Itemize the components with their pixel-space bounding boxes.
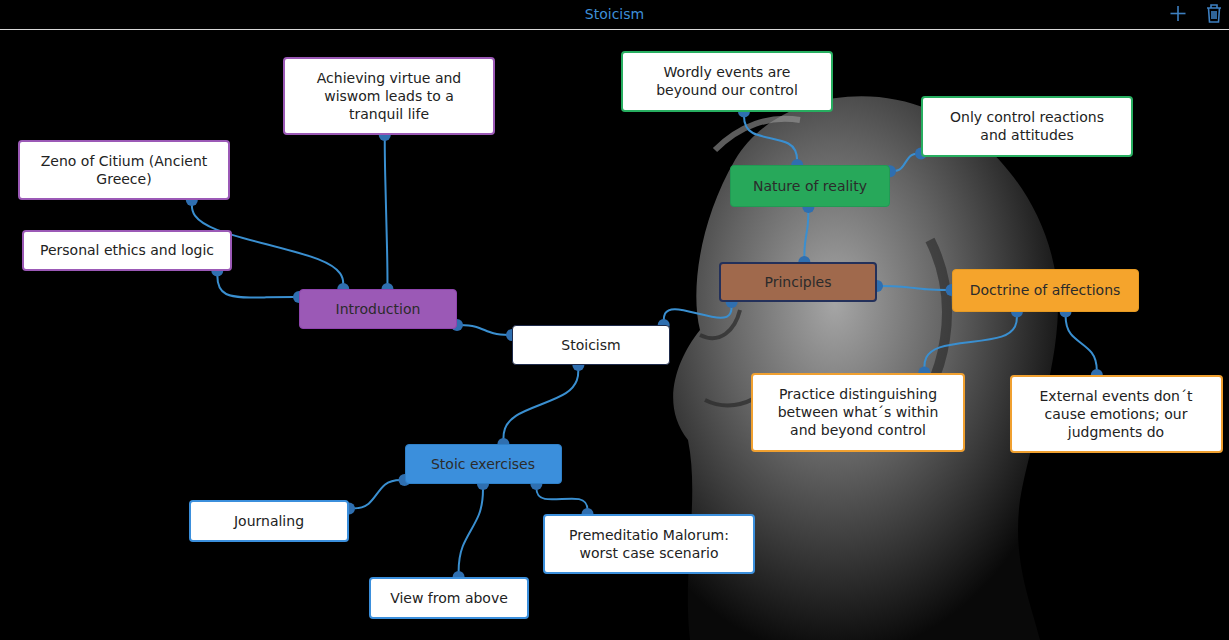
connector (385, 135, 388, 289)
add-icon (1171, 13, 1186, 15)
node-text: Doctrine of affections (970, 281, 1121, 299)
node-text: Zeno of Citium (Ancient Greece) (32, 152, 216, 188)
connector (744, 112, 797, 166)
connector (804, 207, 808, 262)
topic-box: Only control reactions and attitudes (921, 96, 1133, 157)
topic-box: Stoicism (512, 325, 670, 365)
node-text: Principles (765, 273, 832, 291)
connector (217, 271, 299, 298)
delete-icon (1207, 5, 1221, 22)
topic-box: Practice distinguishing between what´s w… (751, 373, 965, 452)
node-text: Wordly events are beyound our control (635, 63, 819, 99)
connector (503, 365, 578, 444)
node-text: Stoicism (561, 336, 620, 354)
topic-box: Doctrine of affections (952, 269, 1139, 312)
topic-box: View from above (369, 577, 529, 619)
connector (457, 325, 512, 335)
connector (1066, 312, 1097, 376)
connector (459, 484, 483, 577)
node-text: Premeditatio Malorum: worst case scenari… (557, 526, 741, 562)
topic-box: Principles (719, 262, 877, 302)
node-text: External events don´t cause emotions; ou… (1024, 387, 1209, 441)
topic-box: External events don´t cause emotions; ou… (1010, 375, 1223, 453)
node-text: Achieving virtue and wiswom leads to a t… (297, 69, 481, 123)
node-text: Stoic exercises (431, 455, 535, 473)
topic-box: Wordly events are beyound our control (621, 51, 833, 112)
node-text: Nature of reality (753, 177, 867, 195)
node-text: View from above (390, 589, 508, 607)
node-text: Only control reactions and attitudes (935, 108, 1119, 144)
connector (536, 484, 587, 514)
connector (349, 480, 405, 508)
connector (924, 312, 1017, 373)
topic-box: Achieving virtue and wiswom leads to a t… (283, 57, 495, 135)
topic-box: Stoic exercises (405, 444, 562, 484)
connector (877, 286, 952, 290)
connector (664, 302, 732, 325)
topic-box: Journaling (189, 500, 349, 542)
topic-box: Zeno of Citium (Ancient Greece) (18, 140, 230, 200)
node-text: Introduction (336, 300, 421, 318)
topic-box: Premeditatio Malorum: worst case scenari… (543, 514, 755, 574)
statue-nose (700, 310, 740, 338)
node-text: Practice distinguishing between what´s w… (765, 385, 951, 439)
topic-box: Introduction (299, 289, 457, 329)
topic-box: Nature of reality (730, 165, 890, 207)
node-text: Journaling (234, 512, 304, 530)
topic-box: Personal ethics and logic (22, 230, 232, 271)
node-text: Personal ethics and logic (40, 241, 214, 259)
page-title: Stoicism (0, 5, 1229, 23)
